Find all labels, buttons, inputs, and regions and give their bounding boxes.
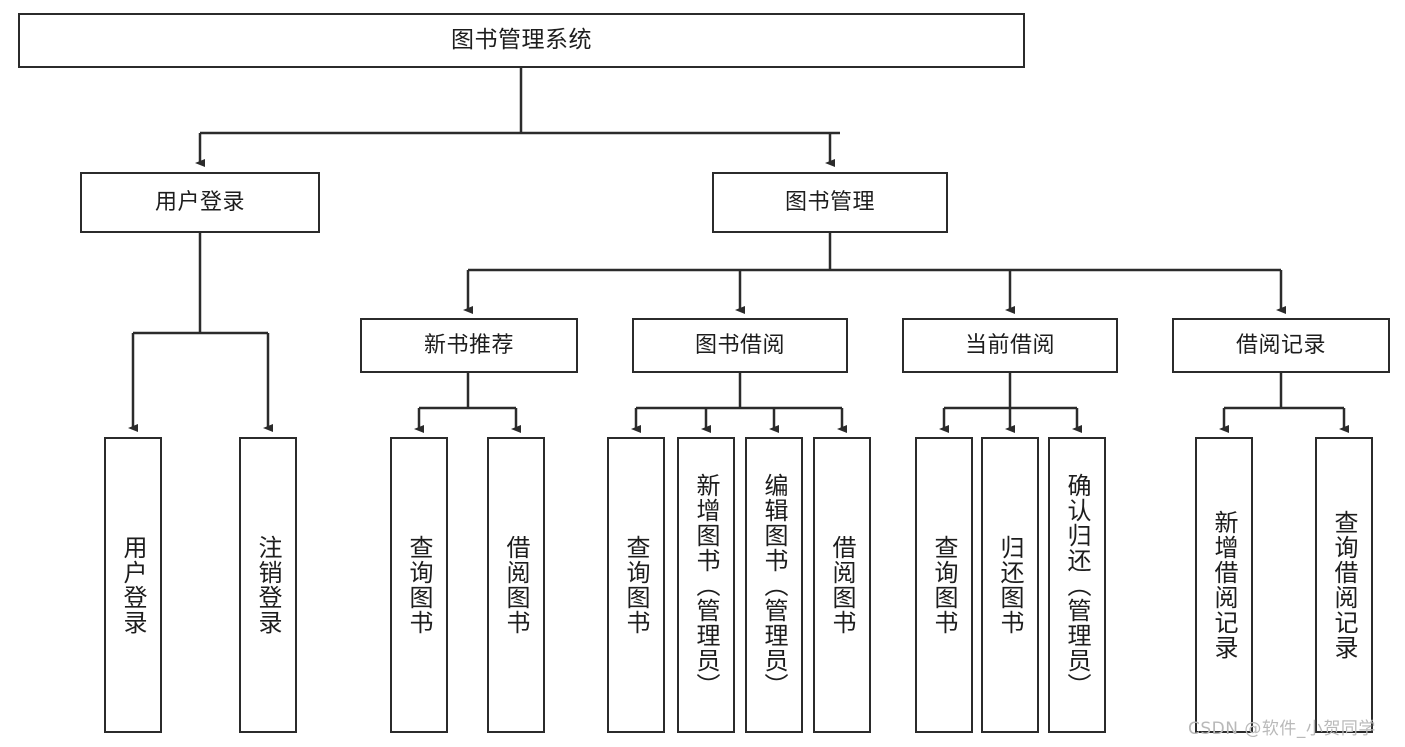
node-label: 查询图书: [405, 535, 433, 635]
node-borrow-record[interactable]: 借阅记录: [1172, 318, 1390, 373]
leaf-br-query-record[interactable]: 查询借阅记录: [1315, 437, 1373, 733]
node-label: 查询图书: [930, 535, 958, 635]
node-label: 借阅图书: [502, 535, 530, 635]
node-label: 编辑图书（管理员）: [760, 472, 788, 698]
node-user-login[interactable]: 用户登录: [80, 172, 320, 233]
node-label: 用户登录: [119, 535, 147, 635]
node-label: 新书推荐: [423, 332, 514, 358]
leaf-bb-query-book[interactable]: 查询图书: [607, 437, 665, 733]
leaf-user-login[interactable]: 用户登录: [104, 437, 162, 733]
node-current-borrow[interactable]: 当前借阅: [902, 318, 1118, 373]
node-label: 查询借阅记录: [1330, 510, 1358, 660]
leaf-nb-borrow-book[interactable]: 借阅图书: [487, 437, 545, 733]
node-book-borrow[interactable]: 图书借阅: [632, 318, 848, 373]
node-label: 当前借阅: [964, 332, 1055, 358]
leaf-cb-confirm-return-admin[interactable]: 确认归还（管理员）: [1048, 437, 1106, 733]
node-label: 确认归还（管理员）: [1063, 472, 1091, 698]
node-new-book-recommend[interactable]: 新书推荐: [360, 318, 578, 373]
leaf-nb-query-book[interactable]: 查询图书: [390, 437, 448, 733]
node-label: 查询图书: [622, 535, 650, 635]
node-label: 借阅记录: [1235, 332, 1326, 358]
leaf-bb-add-book-admin[interactable]: 新增图书（管理员）: [677, 437, 735, 733]
csdn-watermark: CSDN @软件_小贺同学: [1188, 719, 1376, 739]
node-label: 新增图书（管理员）: [692, 472, 720, 698]
node-label: 注销登录: [254, 535, 282, 635]
node-label: 归还图书: [996, 535, 1024, 635]
node-root-system[interactable]: 图书管理系统: [18, 13, 1025, 68]
node-label: 借阅图书: [828, 535, 856, 635]
leaf-cb-query-book[interactable]: 查询图书: [915, 437, 973, 733]
node-label: 用户登录: [154, 189, 245, 215]
node-label: 图书管理: [784, 189, 875, 215]
leaf-logout[interactable]: 注销登录: [239, 437, 297, 733]
node-label: 图书管理系统: [451, 26, 592, 53]
node-book-management[interactable]: 图书管理: [712, 172, 948, 233]
leaf-bb-borrow-book[interactable]: 借阅图书: [813, 437, 871, 733]
node-label: 新增借阅记录: [1210, 510, 1238, 660]
node-label: 图书借阅: [694, 332, 785, 358]
leaf-br-add-record[interactable]: 新增借阅记录: [1195, 437, 1253, 733]
leaf-bb-edit-book-admin[interactable]: 编辑图书（管理员）: [745, 437, 803, 733]
leaf-cb-return-book[interactable]: 归还图书: [981, 437, 1039, 733]
